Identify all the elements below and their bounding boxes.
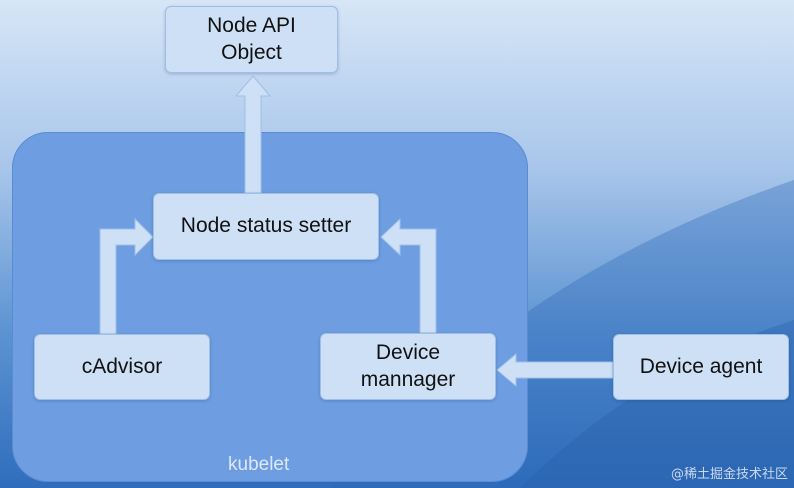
node-api-object-box: Node API Object [165,6,338,73]
node-api-label-line-1: Node API [207,14,296,38]
device-agent-label: Device agent [639,354,763,378]
cadvisor-label: cAdvisor [81,354,163,378]
cadvisor-box: cAdvisor [34,334,210,400]
device-manager-label-line-2: mannager [360,367,456,391]
kubelet-label: kubelet [228,454,290,475]
node-api-label-line-2: Object [221,40,282,64]
node-status-setter-box: Node status setter [153,193,379,260]
device-manager-label-line-1: Device [375,341,441,365]
watermark-text: @稀土掘金技术社区 [670,467,788,482]
device-agent-box: Device agent [613,334,789,400]
kubelet-container [12,132,528,482]
device-manager-box: Device mannager [320,333,496,400]
node-status-setter-label: Node status setter [180,214,352,238]
